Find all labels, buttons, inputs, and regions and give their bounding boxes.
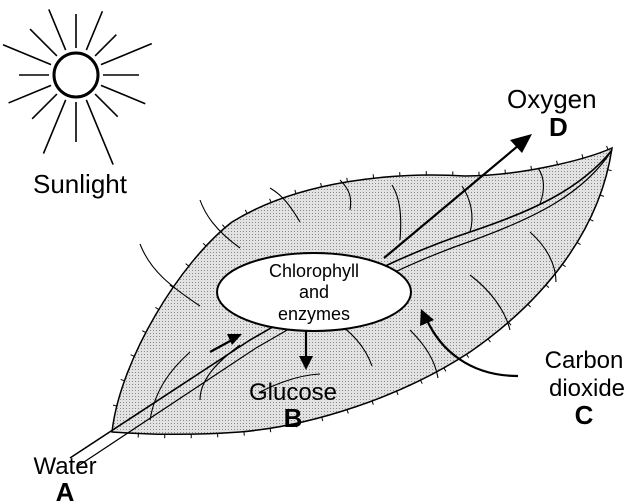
- leaf-serration: [245, 210, 247, 214]
- water-letter: A: [56, 477, 75, 504]
- sun-ray: [101, 85, 145, 103]
- leaf-serration: [600, 195, 604, 196]
- chlorophyll-label: Chlorophyll: [269, 261, 359, 281]
- carbon-dioxide-label: Carbon: [545, 347, 624, 374]
- sun-ray: [30, 29, 57, 56]
- oxygen-letter: D: [549, 112, 568, 142]
- water-label: Water: [33, 453, 96, 480]
- glucose-label: Glucose: [249, 379, 337, 406]
- leaf-serration: [582, 154, 583, 158]
- leaf-serration: [577, 242, 580, 244]
- leaf-serration: [397, 391, 399, 395]
- leaf-serration: [421, 380, 423, 384]
- leaf-serration: [467, 354, 469, 357]
- leaf-serration: [562, 264, 565, 266]
- sun-ray: [86, 11, 102, 50]
- leaf-serration: [590, 219, 594, 221]
- chlorophyll-label-and: and: [299, 282, 329, 302]
- leaf-serration: [347, 410, 348, 414]
- sun-ray: [3, 45, 51, 65]
- sun-ray: [9, 85, 51, 103]
- sun-ray: [95, 94, 118, 117]
- carbon-dioxide-label-2: dioxide: [549, 375, 625, 402]
- sun-ray: [43, 100, 65, 154]
- leaf-serration: [270, 199, 271, 203]
- leaf-serration: [347, 178, 348, 182]
- leaf-serration: [488, 339, 490, 342]
- sun-ray: [86, 100, 113, 165]
- sun-ray: [101, 44, 152, 65]
- leaf-serration: [372, 401, 373, 405]
- oxygen-label: Oxygen: [507, 84, 597, 114]
- sunlight-label: Sunlight: [33, 169, 128, 199]
- leaf-serration: [546, 285, 549, 288]
- leaf-serration: [270, 428, 271, 432]
- chlorophyll-label-enzymes: enzymes: [278, 304, 350, 324]
- glucose-letter: B: [284, 403, 303, 433]
- sun-ray: [95, 35, 116, 56]
- leaf-serration: [203, 243, 206, 246]
- leaf-serration: [222, 225, 225, 228]
- leaf-serration: [444, 368, 446, 371]
- leaf-serration: [531, 166, 532, 170]
- sun-ray: [49, 9, 66, 50]
- leaf-serration: [142, 331, 146, 333]
- leaf-serration: [528, 304, 531, 307]
- carbon-dioxide-letter: C: [575, 400, 594, 430]
- sun-icon: [3, 9, 152, 164]
- leaf-serration: [607, 146, 609, 150]
- leaf-serration: [155, 307, 158, 309]
- sun-ray: [32, 94, 57, 119]
- leaf-serration: [295, 190, 296, 194]
- leaf-serration: [186, 264, 189, 266]
